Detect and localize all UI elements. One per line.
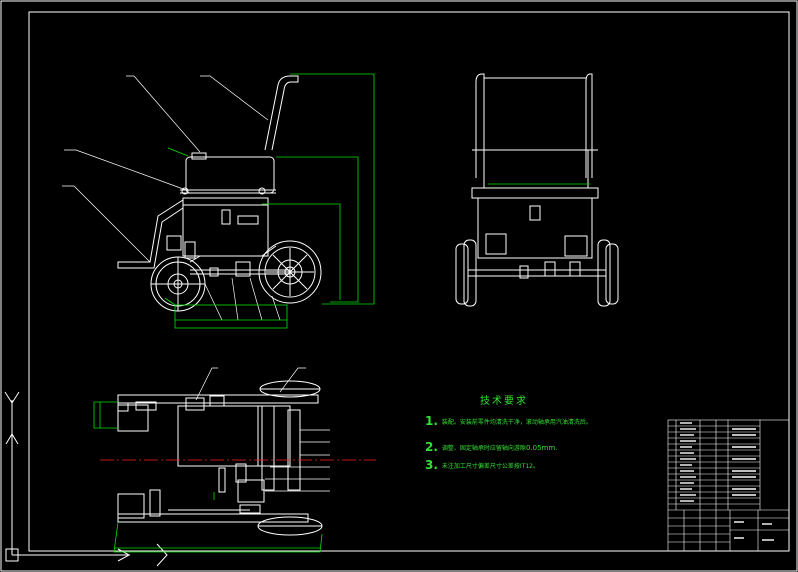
section-view xyxy=(117,380,323,536)
ucs-axis-icon xyxy=(4,391,168,567)
side-view-dimensions xyxy=(164,73,375,329)
requirement-text: 未注加工尺寸偏差尺寸公差按IT12。 xyxy=(441,463,539,470)
requirement-item-1: 1.装配。安装前零件均清洗干净，滚动轴承用汽油清洗后。 xyxy=(425,414,625,428)
requirement-text: 装配。安装前零件均清洗干净，滚动轴承用汽油清洗后。 xyxy=(441,419,592,426)
requirement-number: 3. xyxy=(425,458,438,472)
side-view-leaders xyxy=(62,75,281,321)
requirement-item-2: 2.调整、固定轴承时应留轴向游隙0.05mm. xyxy=(425,440,625,454)
section-view-dimensions xyxy=(93,401,323,553)
requirement-text: 调整、固定轴承时应留轴向游隙 xyxy=(441,445,526,452)
title-block xyxy=(667,419,790,552)
requirement-item-3: 3.未注加工尺寸偏差尺寸公差按IT12。 xyxy=(425,458,625,472)
requirement-number: 2. xyxy=(425,440,438,454)
technical-requirements-title: 技术要求 xyxy=(480,396,528,407)
side-view xyxy=(117,75,322,312)
front-view xyxy=(455,73,619,307)
section-view-leaders xyxy=(195,367,330,492)
requirement-number: 1. xyxy=(425,414,438,428)
requirement-tolerance: 0.05mm. xyxy=(525,444,558,452)
